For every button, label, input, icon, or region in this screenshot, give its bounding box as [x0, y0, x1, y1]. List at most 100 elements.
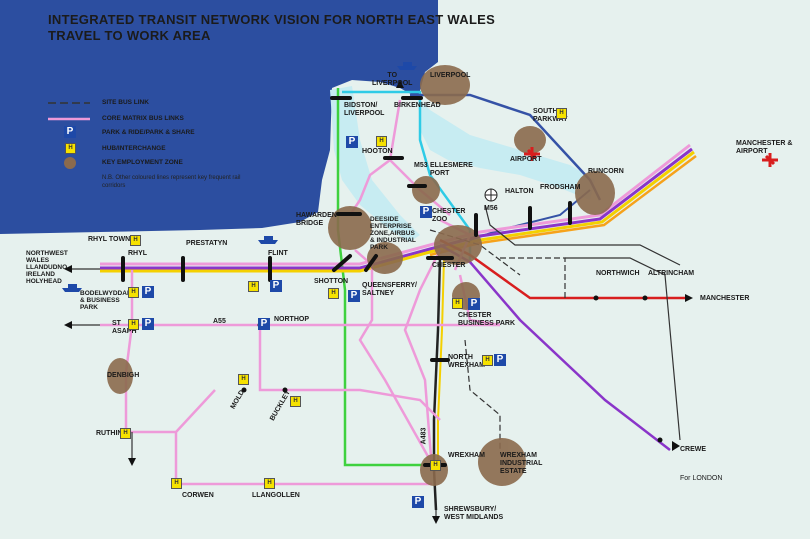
park-st-asaph: P: [142, 318, 154, 330]
airplane-icon: [524, 147, 540, 161]
park-queensferry: P: [348, 290, 360, 302]
hub-south-parkway: H: [556, 108, 567, 119]
hub-rhyl: H: [130, 235, 141, 246]
label-manchester: MANCHESTER: [700, 295, 750, 302]
label-m56: M56: [484, 205, 498, 212]
hub-llangollen: H: [264, 478, 275, 489]
label-a55: A55: [213, 318, 226, 325]
legend-core-matrix: CORE MATRIX BUS LINKS: [48, 115, 184, 122]
label-bidston: BIDSTON/ LIVERPOOL: [344, 102, 385, 117]
park-north-wrexham: P: [494, 354, 506, 366]
label-frodsham: FRODSHAM: [540, 184, 581, 191]
employment-denbigh: [107, 358, 133, 394]
legend-note: N.B. Other coloured lines represent key …: [102, 175, 241, 189]
hub-mold: H: [238, 374, 249, 385]
legend-site-bus-link: SITE BUS LINK: [48, 99, 149, 106]
hub-icon: H: [65, 143, 76, 154]
hub-buckley: H: [290, 396, 301, 407]
employment-runcorn: [575, 171, 615, 215]
arrow-ruthin: [128, 458, 136, 466]
label-hooton: HOOTON: [362, 148, 393, 155]
hub-st-asaph: H: [128, 319, 139, 330]
label-ruthin: RUTHIN: [96, 430, 123, 437]
label-wrexham: WREXHAM: [448, 452, 485, 459]
label-deeside: DEESIDE ENTERPRISE ZONE,AIRBUS & INDUSTR…: [370, 216, 416, 251]
hub-ruthin: H: [120, 428, 131, 439]
ferry-icon-flint: [258, 236, 278, 244]
label-m53: M53: [414, 162, 428, 169]
label-for-london: For LONDON: [680, 475, 723, 482]
label-crewe: CREWE: [680, 446, 707, 453]
label-a483: A483: [420, 427, 428, 445]
label-rhyl-town: RHYL TOWN: [88, 236, 131, 243]
label-north-west-wales: NORTHWEST WALES LLANDUDNO IRELAND HOLYHE…: [26, 250, 68, 285]
hub-north-wrexham: H: [482, 355, 493, 366]
label-business-park: CHESTER BUSINESS PARK: [458, 312, 516, 327]
label-altrincham: ALTRINCHAM: [648, 270, 695, 277]
ferry-icon: [397, 62, 417, 70]
arrow-manchester: [685, 294, 693, 302]
park-business-park: P: [468, 298, 480, 310]
employment-ellesmere: [412, 176, 440, 204]
park-chester-zoo: P: [420, 206, 432, 218]
hub-corwen: H: [171, 478, 182, 489]
employment-wrexham-ind: [478, 438, 526, 486]
core-bus-links: [100, 99, 501, 486]
label-northop: NORTHOP: [274, 316, 309, 323]
label-corwen: CORWEN: [182, 492, 214, 499]
label-prestatyn: PRESTATYN: [186, 240, 228, 247]
park-hooton: P: [346, 136, 358, 148]
chester-wrexham-yellow: [437, 257, 445, 470]
employment-zones: [107, 65, 615, 486]
park-northop: P: [258, 318, 270, 330]
label-flint: FLINT: [268, 250, 288, 257]
label-ellesmere: ELLESMERE PORT: [430, 162, 473, 177]
label-wrexham-industrial: WREXHAM INDUSTRIAL ESTATE: [500, 452, 543, 475]
employment-queensferry: [367, 242, 403, 274]
employment-chester: [434, 225, 482, 265]
label-shotton: SHOTTON: [314, 278, 349, 285]
label-runcorn: RUNCORN: [588, 168, 624, 175]
label-chester-zoo: CHESTER ZOO: [432, 208, 466, 223]
label-south-parkway: SOUTH PARKWAY: [533, 108, 568, 123]
label-chester: CHESTER: [432, 262, 466, 269]
hub-shotton: H: [328, 288, 339, 299]
dee-estuary: [330, 86, 420, 242]
hub-hooton: H: [376, 136, 387, 147]
sea-area: [0, 0, 438, 234]
arrow-west-coast: [64, 265, 72, 273]
park-bodelwyddan: P: [142, 286, 154, 298]
road-lines: [70, 204, 681, 520]
park-wrexham: P: [412, 496, 424, 508]
label-hawarden: HAWARDEN BRIDGE: [296, 212, 337, 227]
label-st-asaph: ST ASAPH: [112, 320, 137, 335]
map-title: INTEGRATED TRANSIT NETWORK VISION FOR NO…: [48, 12, 496, 27]
hub-business-park: H: [452, 298, 463, 309]
label-birkenhead: BIRKENHEAD: [394, 102, 441, 109]
arrow-liverpool: [396, 80, 404, 88]
label-halton: HALTON: [505, 188, 534, 195]
legend-employment: KEY EMPLOYMENT ZONE: [48, 156, 288, 170]
label-to-liverpool: TO LIVERPOOL: [372, 72, 413, 87]
label-bodelwyddan: BODELWYDDAN & BUSINESS PARK: [80, 290, 132, 311]
hub-bodelwyddan: H: [128, 287, 139, 298]
label-airport: AIRPORT: [510, 156, 542, 163]
label-north-wrexham: NORTH WREXHAM: [448, 354, 485, 369]
employment-airport: [514, 126, 546, 154]
green-rail-line: [336, 88, 432, 467]
label-liverpool: LIVERPOOL: [430, 72, 471, 79]
arrow-shrewsbury: [432, 516, 440, 524]
mersey-estuary: [418, 98, 595, 200]
ferry-icon-holyhead: [62, 284, 82, 292]
hub-wrexham: H: [430, 460, 441, 471]
label-shrewsbury: SHREWSBURY/ WEST MIDLANDS: [444, 506, 504, 521]
park-ride-icon: P: [64, 126, 76, 138]
hub-flint: H: [248, 281, 259, 292]
legend-hub: H HUB/INTERCHANGE: [48, 142, 288, 156]
employment-deeside: [328, 206, 372, 250]
map-subtitle: TRAVEL TO WORK AREA: [48, 28, 211, 43]
label-llangollen: LLANGOLLEN: [252, 492, 300, 499]
label-rhyl: RHYL: [128, 250, 148, 257]
